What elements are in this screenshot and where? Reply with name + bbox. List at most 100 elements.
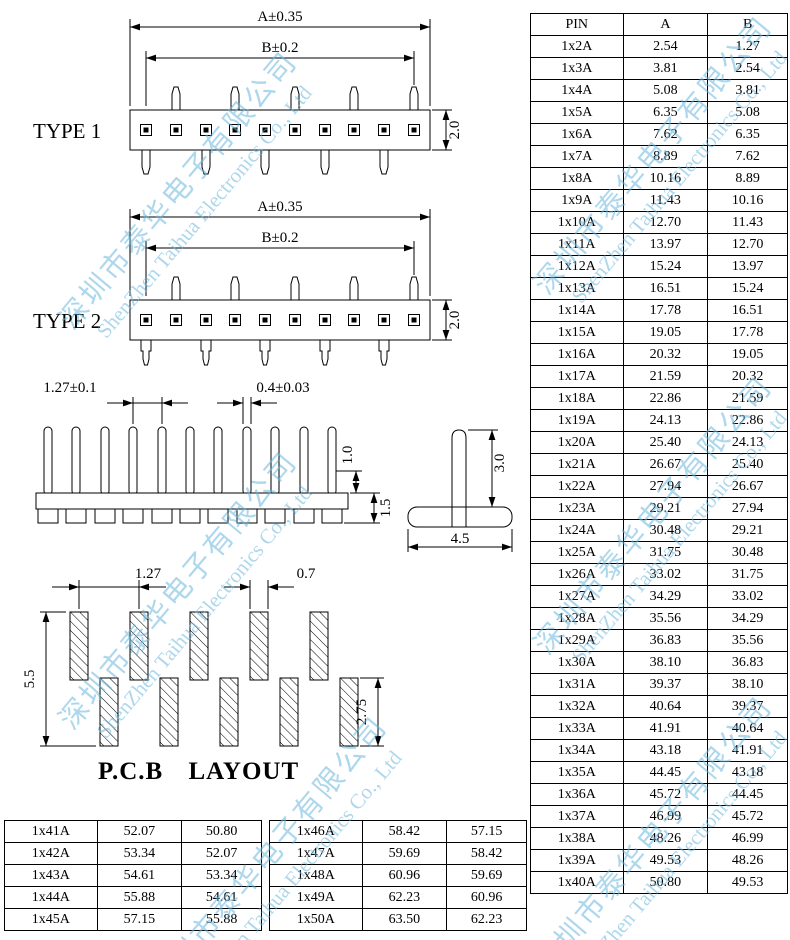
table-cell: 1x28A xyxy=(530,607,624,630)
table-cell: 17.78 xyxy=(707,321,788,344)
table-cell: 1.27 xyxy=(707,35,788,58)
pcb-layout-view: 1.27 0.7 5.5 2.75 P.C.B LAYOUT xyxy=(22,566,384,785)
dim-3-0: 3.0 xyxy=(492,454,508,473)
dim-height-type2: 2.0 xyxy=(447,311,463,330)
table-cell: 38.10 xyxy=(707,673,788,696)
table-cell: 60.96 xyxy=(361,864,448,887)
table-cell: 1x46A xyxy=(269,820,363,843)
table-cell: 1x34A xyxy=(530,739,624,762)
table-cell: 1x8A xyxy=(530,167,624,190)
pcb-pad xyxy=(69,611,89,681)
pcb-pad xyxy=(129,611,149,681)
table-cell: 22.86 xyxy=(622,387,709,410)
pcb-pad xyxy=(219,677,239,747)
table-cell: 1x48A xyxy=(269,864,363,887)
table-cell: 62.23 xyxy=(446,908,527,931)
table-cell: 8.89 xyxy=(622,145,709,168)
table-cell: 1x26A xyxy=(530,563,624,586)
table-cell: 1x32A xyxy=(530,695,624,718)
table-cell: 26.67 xyxy=(622,453,709,476)
table-cell: 8.89 xyxy=(707,167,788,190)
table-cell: 1x50A xyxy=(269,908,363,931)
table-cell: 1x27A xyxy=(530,585,624,608)
technical-drawings: TYPE 1 A±0.35 B±0.2 2.0 xyxy=(22,9,513,785)
table-cell: 1x3A xyxy=(530,57,624,80)
pcb-pad xyxy=(279,677,299,747)
dim-pcb-height: 5.5 xyxy=(22,670,38,689)
table-cell: 55.88 xyxy=(181,908,262,931)
table-cell: 39.37 xyxy=(707,695,788,718)
table-cell: 1x43A xyxy=(4,864,98,887)
table-cell: 1x23A xyxy=(530,497,624,520)
table-cell: 12.70 xyxy=(707,233,788,256)
table-cell: 11.43 xyxy=(707,211,788,234)
table-cell: 1x42A xyxy=(4,842,98,865)
column-header: PIN xyxy=(530,13,624,36)
table-cell: 7.62 xyxy=(622,123,709,146)
table-cell: 25.40 xyxy=(707,453,788,476)
table-cell: 5.08 xyxy=(622,79,709,102)
table-cell: 45.72 xyxy=(707,805,788,828)
table-cell: 24.13 xyxy=(622,409,709,432)
table-cell: 27.94 xyxy=(622,475,709,498)
table-cell: 1x21A xyxy=(530,453,624,476)
table-cell: 58.42 xyxy=(361,820,448,843)
table-cell: 34.29 xyxy=(622,585,709,608)
table-cell: 46.99 xyxy=(707,827,788,850)
table-cell: 1x18A xyxy=(530,387,624,410)
header-body-strip xyxy=(35,492,349,510)
table-cell: 58.42 xyxy=(446,842,527,865)
type2-label: TYPE 2 xyxy=(33,309,101,333)
table-cell: 49.53 xyxy=(622,849,709,872)
table-cell: 6.35 xyxy=(707,123,788,146)
dim-pcb-row-offset: 2.75 xyxy=(354,699,370,725)
table-cell: 1x49A xyxy=(269,886,363,909)
table-cell: 1x22A xyxy=(530,475,624,498)
pcb-pad xyxy=(189,611,209,681)
table-cell: 59.69 xyxy=(361,842,448,865)
single-pin xyxy=(451,429,467,508)
table-cell: 19.05 xyxy=(707,343,788,366)
table-cell: 2.54 xyxy=(622,35,709,58)
pcb-pad xyxy=(99,677,119,747)
table-cell: 16.51 xyxy=(622,277,709,300)
table-cell: 1x12A xyxy=(530,255,624,278)
table-cell: 21.59 xyxy=(707,387,788,410)
dim-pin-width: 0.4±0.03 xyxy=(256,380,309,396)
dim-height-type1: 2.0 xyxy=(447,121,463,140)
table-cell: 63.50 xyxy=(361,908,448,931)
table-cell: 45.72 xyxy=(622,783,709,806)
dim-4-5: 4.5 xyxy=(451,531,470,547)
table-cell: 7.62 xyxy=(707,145,788,168)
table-cell: 1x38A xyxy=(530,827,624,850)
